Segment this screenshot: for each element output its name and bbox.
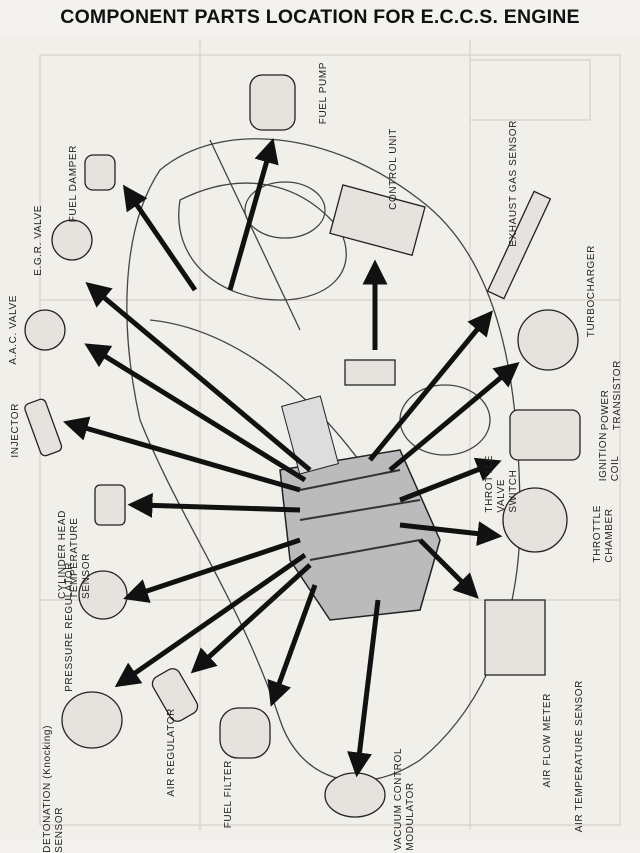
fuel-filter-part [219, 707, 271, 759]
components [24, 74, 581, 818]
vacuum-control-modulator-part [324, 772, 386, 818]
control-unit-connector-part [344, 359, 396, 386]
page-title: COMPONENT PARTS LOCATION FOR E.C.C.S. EN… [60, 6, 580, 28]
fuel-damper-part [84, 154, 116, 191]
air-flow-meter-part [484, 599, 546, 676]
engine-assembly [279, 395, 441, 621]
cylinder-head-sensor-part [94, 484, 126, 526]
label-ignition-coil: IGNITION COIL [598, 432, 621, 482]
egr-valve-part [51, 219, 93, 261]
exhaust-gas-sensor-part [486, 190, 552, 300]
label-air-regulator: AIR REGULATOR [166, 708, 177, 797]
ignition-coil-part [509, 409, 581, 461]
throttle-chamber-part [502, 487, 568, 553]
label-turbocharger: TURBOCHARGER [586, 245, 597, 338]
label-fuel-filter: FUEL FILTER [223, 760, 234, 829]
fuel-pump-part [249, 74, 296, 131]
pointer-arrows [62, 137, 520, 778]
label-pressure-regulator: PRESSURE REGULATOR [64, 562, 75, 692]
label-fuel-damper: FUEL DAMPER [68, 145, 79, 223]
control-unit-part [329, 184, 426, 257]
car-body-outline [126, 138, 521, 782]
label-control-unit: CONTROL UNIT [388, 128, 399, 210]
turbocharger-part [517, 309, 579, 371]
label-fuel-pump: FUEL PUMP [318, 62, 329, 125]
label-aac-valve: A.A.C. VALVE [8, 295, 19, 365]
detonation-sensor-part [61, 691, 123, 749]
aac-valve-part [24, 309, 66, 351]
label-power-transistor: POWER TRANSISTOR [600, 360, 623, 431]
label-egr-valve: E.G.R. VALVE [33, 205, 44, 276]
label-air-flow-meter: AIR FLOW METER [542, 693, 553, 788]
label-exhaust-gas-sensor: EXHAUST GAS SENSOR [508, 120, 519, 247]
label-throttle-valve-switch: THROTTLE VALVE SWITCH [484, 455, 519, 513]
label-vacuum-control-modulator: VACUUM CONTROL MODULATOR [393, 748, 416, 851]
label-throttle-chamber: THROTTLE CHAMBER [592, 505, 615, 563]
label-injector: INJECTOR [10, 403, 21, 458]
injector-part [24, 398, 63, 457]
label-detonation-sensor: DETONATION (Knocking) SENSOR [42, 725, 65, 853]
label-air-temperature-sensor: AIR TEMPERATURE SENSOR [574, 680, 585, 833]
air-regulator-part [151, 668, 199, 722]
